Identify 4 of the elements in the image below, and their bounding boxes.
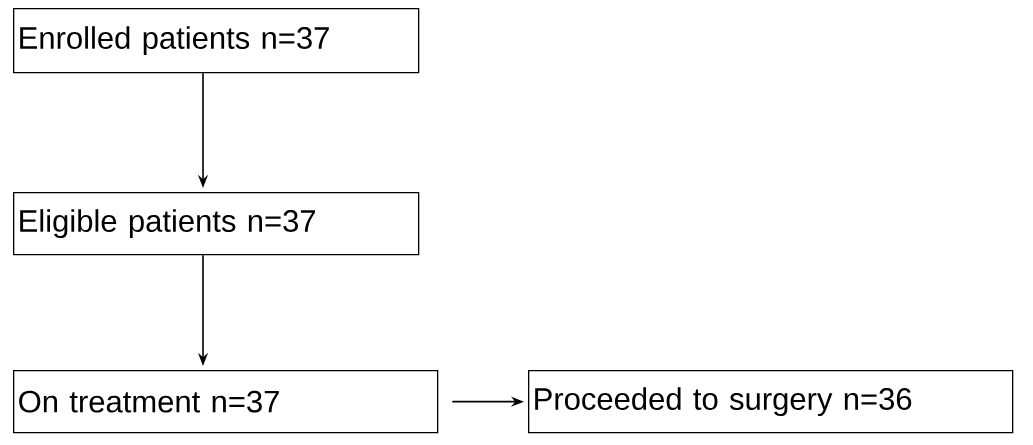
flow-box: Eligible patients n=37 xyxy=(13,192,420,256)
flow-box: Proceeded to surgery n=36 xyxy=(528,370,1014,434)
flow-box: Enrolled patients n=37 xyxy=(13,8,420,74)
flow-box: On treatment n=37 xyxy=(13,370,439,434)
